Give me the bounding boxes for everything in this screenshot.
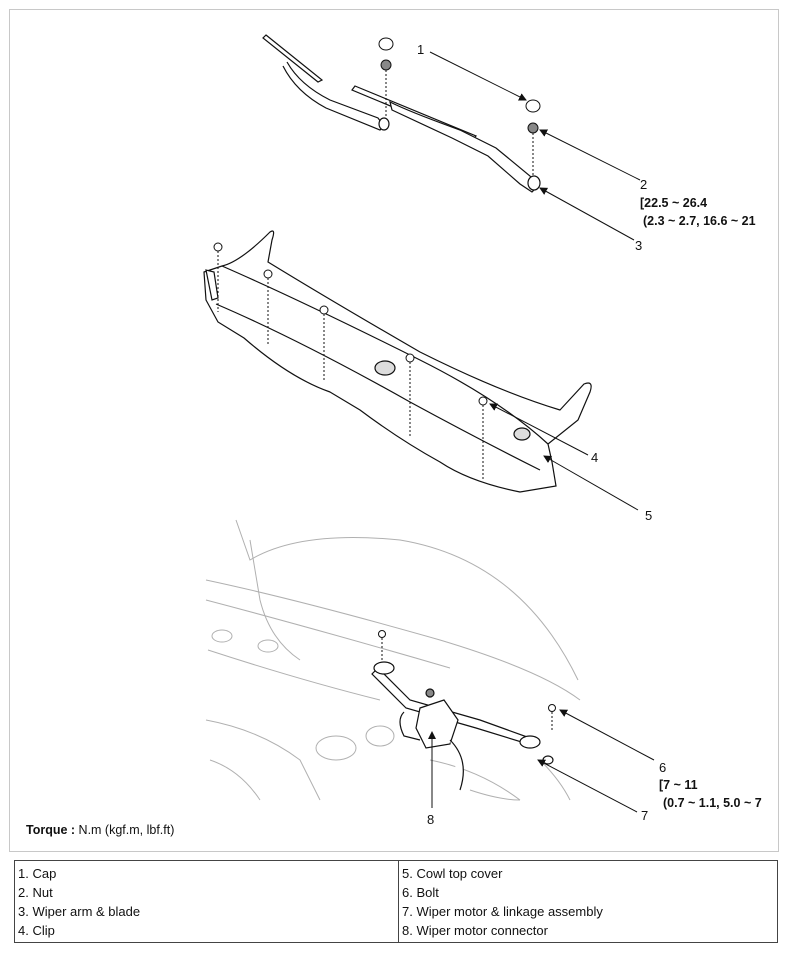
legend-item: 1. Cap [18,866,57,881]
wiper-arm-left [262,34,390,131]
legend-item: 7. Wiper motor & linkage assembly [402,904,603,919]
torque-label: Torque : [26,823,76,837]
callout-7: 7 [641,808,649,823]
wiper-arm-right [351,85,541,193]
torque-units: N.m (kgf.m, lbf.ft) [75,823,175,837]
legend-item: 5. Cowl top cover [402,866,503,881]
legend-right-column: 5. Cowl top cover 6. Bolt 7. Wiper motor… [398,860,778,943]
callout-8: 8 [427,812,435,827]
nut-torque-nm: [22.5 ~ 26.4 [640,196,708,210]
leader-lines [428,51,655,813]
nut-torque-alt: (2.3 ~ 2.7, 16.6 ~ 21 [643,214,756,228]
bolt-torque-alt: (0.7 ~ 1.1, 5.0 ~ 7 [663,796,762,810]
callout-2: 2 [640,177,648,192]
callout-6: 6 [659,760,667,775]
clips [213,242,488,480]
callout-1: 1 [417,42,425,57]
callout-4: 4 [591,450,599,465]
legend-item: 2. Nut [18,885,53,900]
parts-legend-table: 1. Cap 2. Nut 3. Wiper arm & blade 4. Cl… [14,860,778,943]
legend-item: 6. Bolt [402,885,439,900]
bolt-torque-nm: [7 ~ 11 [659,778,698,792]
legend-item: 8. Wiper motor connector [402,923,548,938]
engine-bay-illustration [205,519,581,801]
callout-5: 5 [645,508,653,523]
torque-units-note: Torque : N.m (kgf.m, lbf.ft) [26,823,174,837]
legend-item: 3. Wiper arm & blade [18,904,141,919]
callout-3: 3 [635,238,643,253]
legend-item: 4. Clip [18,923,55,938]
wiper-motor-linkage [371,661,554,791]
cap-left [378,37,394,51]
cap-right [525,99,541,113]
legend-left-column: 1. Cap 2. Nut 3. Wiper arm & blade 4. Cl… [14,860,399,943]
bolts [378,630,556,730]
cowl-top-cover [203,230,592,493]
